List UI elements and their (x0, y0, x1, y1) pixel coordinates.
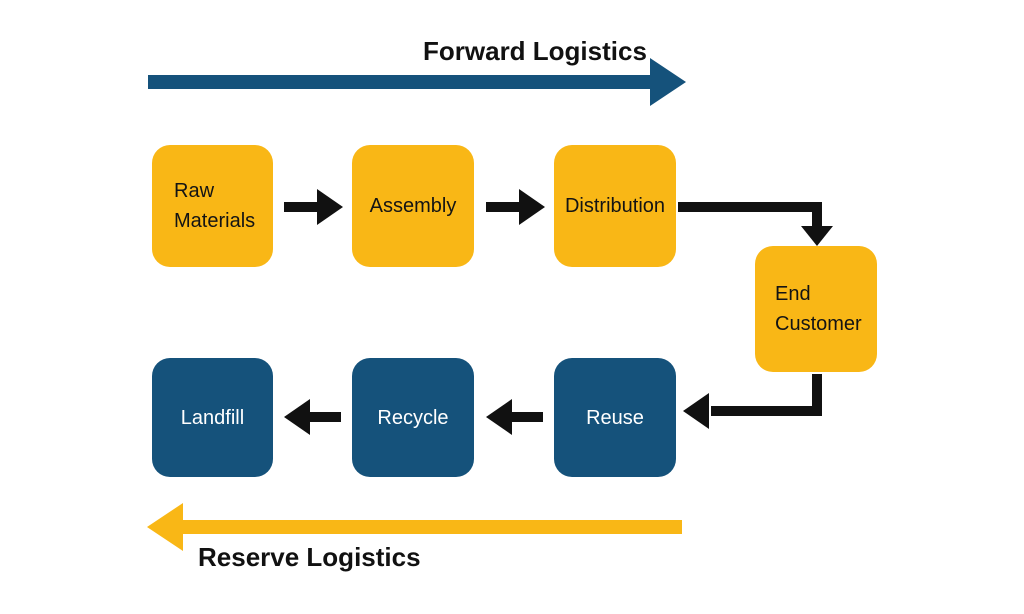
connector-reuse-to-recycle (486, 399, 543, 435)
connector-distribution-to-end-customer (678, 202, 833, 246)
forward-logistics-arrow (148, 58, 686, 106)
connector-recycle-to-landfill (284, 399, 341, 435)
node-end-customer: End Customer (755, 246, 877, 372)
reverse-logistics-arrow (147, 503, 682, 551)
reverse-logistics-title: Reserve Logistics (198, 542, 421, 572)
node-landfill: Landfill (152, 358, 273, 477)
connector-assembly-to-distribution (486, 189, 545, 225)
forward-logistics-title: Forward Logistics (423, 36, 647, 66)
node-reuse: Reuse (554, 358, 676, 477)
node-distribution: Distribution (554, 145, 676, 267)
node-recycle: Recycle (352, 358, 474, 477)
node-raw-materials: Raw Materials (152, 145, 273, 267)
connector-end-customer-to-reuse (683, 374, 822, 429)
connector-raw-to-assembly (284, 189, 343, 225)
node-assembly: Assembly (352, 145, 474, 267)
